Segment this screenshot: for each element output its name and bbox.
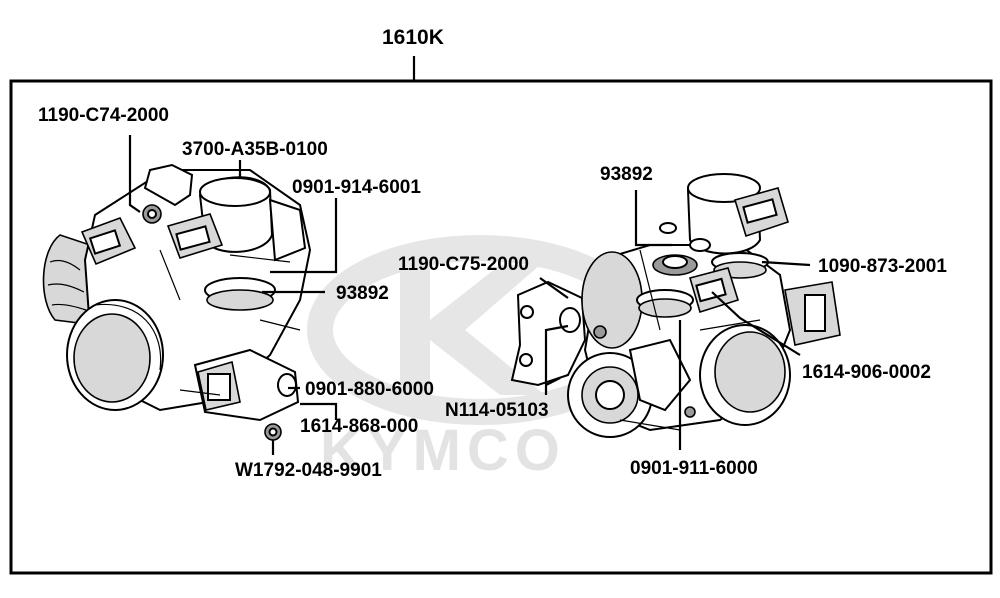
- leader-0901-914: [270, 198, 338, 274]
- label-W1792-048-9901: W1792-048-9901: [235, 460, 382, 481]
- label-0901-880-6000: 0901-880-6000: [305, 379, 434, 400]
- label-0901-914-6001: 0901-914-6001: [292, 177, 421, 198]
- label-1090-873-2001: 1090-873-2001: [818, 256, 947, 277]
- leader-N114-a: [544, 324, 569, 395]
- leader-N114-b: [545, 377, 561, 386]
- label-93892-left: 93892: [336, 283, 389, 304]
- label-3700-A35B-0100: 3700-A35B-0100: [182, 139, 328, 160]
- left-throttle-body-drawing: [42, 163, 312, 441]
- leader-1614-868: [300, 402, 338, 420]
- label-1190-C75-2000: 1190-C75-2000: [398, 254, 529, 275]
- assembly-frame: [9, 79, 993, 575]
- label-0901-911-6000: 0901-911-6000: [630, 458, 758, 479]
- label-1614-906-0002: 1614-906-0002: [802, 362, 931, 383]
- label-1614-868-000: 1614-868-000: [300, 416, 418, 437]
- label-1190-C74-2000: 1190-C74-2000: [38, 105, 169, 126]
- leader-1190-C75: [539, 277, 569, 299]
- leader-93892-right: [634, 190, 672, 247]
- leader-1190-C74: [128, 135, 141, 213]
- watermark-text: KYMCO: [320, 418, 566, 483]
- right-throttle-body-drawing: [510, 173, 841, 438]
- label-93892-right: 93892: [600, 164, 653, 185]
- label-N114-05103: N114-05103: [445, 400, 549, 421]
- assembly-code-label: 1610K: [382, 26, 444, 49]
- leader-1090-873: [761, 260, 811, 267]
- leader-1614-906: [711, 291, 801, 356]
